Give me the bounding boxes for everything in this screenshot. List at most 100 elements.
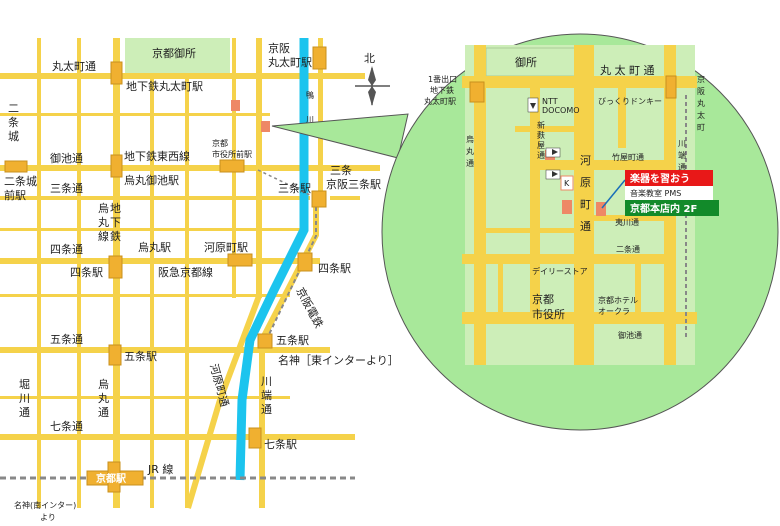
svg-text:阪: 阪 xyxy=(697,87,705,96)
detail-park-label: 御所 xyxy=(515,55,537,69)
label-marutamachi-dori: 丸太町通 xyxy=(52,60,96,73)
label-nijojo-mae: 二条城 xyxy=(4,174,37,188)
svg-text:線: 線 xyxy=(98,229,109,243)
detail-ntt-label-2: DOCOMO xyxy=(542,106,580,115)
label-shijo-dori: 四条通 xyxy=(50,242,83,256)
svg-text:丸: 丸 xyxy=(98,216,109,229)
callout-leader xyxy=(601,179,626,209)
svg-text:城: 城 xyxy=(8,130,19,143)
detail-roads xyxy=(462,45,697,365)
road-v5 xyxy=(185,78,189,508)
label-karasuma-station: 烏丸駅 xyxy=(138,240,171,254)
keihan-line xyxy=(263,200,317,346)
detail-park xyxy=(485,47,577,77)
vertical-label-kawabata: 川 端 通 xyxy=(261,375,272,416)
detail-road-nijo xyxy=(462,254,676,264)
svg-text:原: 原 xyxy=(580,176,591,189)
svg-text:河: 河 xyxy=(580,154,591,167)
detail-vlabel-keihan: 京 阪 丸 太 町 xyxy=(697,74,705,132)
label-oike-dori: 御池通 xyxy=(50,151,83,165)
detail-donki-label: びっくりドンキー xyxy=(598,97,662,106)
station-shijo-east xyxy=(297,252,313,272)
label-nijojo-mae-2: 前駅 xyxy=(4,188,26,202)
label-shijo-station: 四条駅 xyxy=(70,265,103,279)
kyoto-gosho-park xyxy=(125,38,230,78)
label-meishin-south: 名神(南インター) xyxy=(14,500,76,510)
svg-text:端: 端 xyxy=(261,389,272,402)
svg-text:二: 二 xyxy=(8,102,19,115)
detail-hotel-2: オークラ xyxy=(598,307,630,316)
detail-marutamachi-label: 丸 太 町 通 xyxy=(600,64,655,77)
detail-marker-2 xyxy=(562,200,572,214)
label-gojo-station: 五条駅 xyxy=(124,349,157,363)
detail-road-h1 xyxy=(515,126,585,132)
svg-text:烏: 烏 xyxy=(98,377,109,391)
callout-line2-bg xyxy=(625,186,713,200)
detail-nijo-label: 二条通 xyxy=(616,244,640,254)
station-gojo xyxy=(108,344,122,366)
detail-hotel-1: 京都ホテル xyxy=(598,295,638,305)
road-v1 xyxy=(37,38,41,508)
road-v4 xyxy=(150,78,154,508)
callout-pointer xyxy=(271,113,409,159)
callout-title: 楽器を習おう xyxy=(629,172,690,185)
svg-text:屋: 屋 xyxy=(537,141,545,150)
svg-text:太: 太 xyxy=(697,110,705,120)
road-minor-3 xyxy=(0,294,290,297)
svg-text:川: 川 xyxy=(678,139,686,148)
detail-road-takeya xyxy=(530,160,664,170)
road-shijo xyxy=(0,258,320,264)
station-shichijo xyxy=(248,427,262,449)
detail-cityhall-1: 京都 xyxy=(532,292,554,306)
compass-north-label: 北 xyxy=(364,52,375,65)
label-hankyu: 阪急京都線 xyxy=(158,265,213,279)
detail-road-v-kawaramachi xyxy=(574,45,594,365)
callout-line2: 音楽教室 PMS xyxy=(630,188,681,198)
vertical-label-nijo: 二 条 城 xyxy=(8,102,19,143)
label-keihan-line: 京阪電鉄 xyxy=(293,285,326,330)
detail-ntt-label-1: NTT xyxy=(542,97,558,106)
station-marutamachi xyxy=(110,61,123,85)
svg-text:町: 町 xyxy=(580,198,591,211)
label-kawaramachi-station: 河原町駅 xyxy=(204,241,248,254)
road-oike xyxy=(0,165,380,171)
label-shichijo-dori: 七条通 xyxy=(50,419,83,433)
label-shiyakusho-2: 市役所前駅 xyxy=(212,149,252,159)
svg-text:町: 町 xyxy=(697,123,705,132)
label-gojo-dori: 五条通 xyxy=(50,332,83,346)
svg-text:京: 京 xyxy=(697,74,705,84)
stations xyxy=(4,46,327,449)
road-keihan-maru xyxy=(318,38,323,198)
svg-text:通: 通 xyxy=(580,220,591,233)
svg-text:通: 通 xyxy=(537,150,545,160)
svg-text:丸: 丸 xyxy=(98,392,109,405)
station-shiyakusho xyxy=(219,159,245,173)
detail-road-v5 xyxy=(498,262,503,317)
station-gojo-east xyxy=(257,333,273,349)
svg-text:地: 地 xyxy=(110,202,121,215)
road-sanjo xyxy=(0,196,310,200)
detail-vlabel-karasuma: 烏 丸 通 xyxy=(466,134,474,168)
marker-1 xyxy=(231,100,240,111)
label-jr-line: JR 線 xyxy=(147,462,173,476)
vertical-label-subway: 烏 地 丸 下 線 鉄 xyxy=(98,201,121,243)
detail-station-keihan xyxy=(665,75,677,99)
svg-text:下: 下 xyxy=(110,216,121,229)
label-keihan-sanjo-1: 三条 xyxy=(330,163,352,177)
kyoto-station-label: 京都駅 xyxy=(96,472,127,485)
detail-road-v3 xyxy=(618,88,626,148)
label-karasuma-oike: 烏丸御池駅 xyxy=(124,173,179,187)
detail-road-h-ebisu-w xyxy=(486,228,576,233)
subway-connector xyxy=(257,169,311,196)
svg-text:新: 新 xyxy=(537,120,545,130)
callout-title-bg xyxy=(625,170,713,186)
station-karasuma xyxy=(108,255,123,279)
svg-text:丸: 丸 xyxy=(697,98,705,108)
compass-icon: 北 xyxy=(355,52,390,106)
label-sanjo-station: 三条駅 xyxy=(278,181,311,195)
kyoto-gosho-label: 京都御所 xyxy=(152,46,196,60)
shop-callout: 楽器を習おう 音楽教室 PMS 京都本店内 2F xyxy=(601,170,719,216)
svg-text:通: 通 xyxy=(19,406,30,419)
label-shiyakusho-1: 京都 xyxy=(212,138,228,148)
